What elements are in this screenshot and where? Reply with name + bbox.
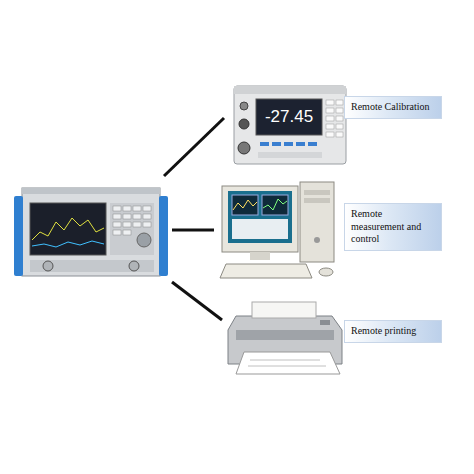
meter-reading: -27.45 — [256, 99, 322, 135]
label-box: Remote printing — [344, 320, 442, 343]
label-text: Remote Calibration — [351, 101, 435, 114]
label-box: Remote Calibration — [344, 96, 442, 119]
printer — [228, 302, 342, 374]
link-line — [172, 282, 222, 320]
label-text: Remote measurement and control — [351, 208, 435, 246]
network-analyzer — [14, 188, 168, 276]
link-line — [164, 118, 224, 176]
link-line — [172, 229, 214, 232]
label-text: Remote printing — [351, 325, 435, 338]
label-box: Remote measurement and control — [344, 203, 442, 251]
computer — [220, 182, 334, 278]
power-meter — [234, 86, 346, 164]
